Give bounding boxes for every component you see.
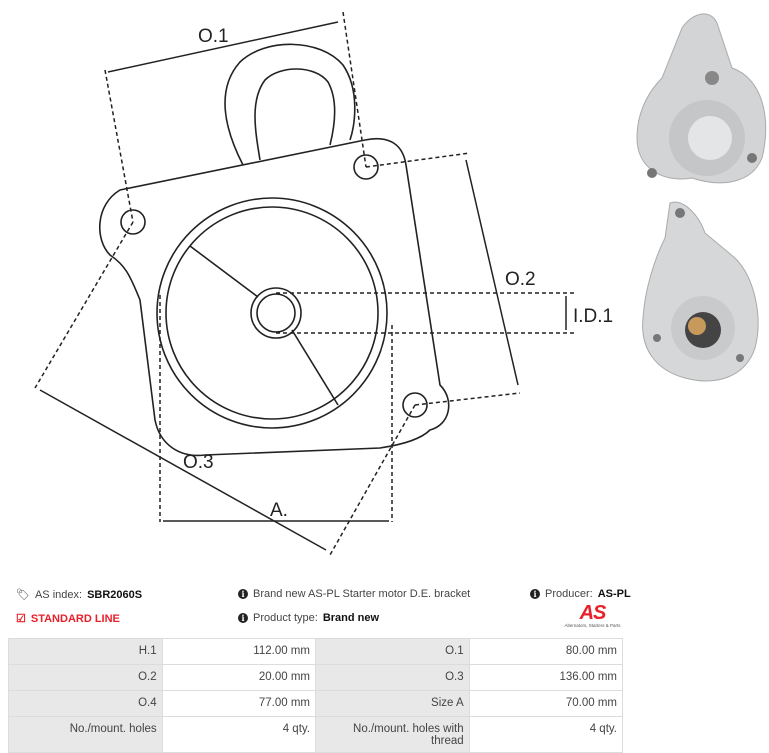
dimension-guides (34, 11, 575, 556)
dimension-arrows (39, 21, 567, 551)
info-icon: i (238, 589, 248, 599)
spec-value: 4 qty. (468, 716, 624, 753)
producer-label: Producer: (545, 588, 593, 600)
spec-name: No./mount. holes (8, 716, 163, 753)
product-type: i Product type: Brand new (238, 612, 379, 624)
spec-value: 112.00 mm (161, 638, 316, 665)
standard-line-text: STANDARD LINE (30, 612, 120, 625)
producer-value: AS-PL (597, 588, 631, 600)
info-icon: i (530, 589, 540, 599)
spec-name: No./mount. holes with thread (314, 716, 470, 753)
label-o3: O.3 (183, 452, 214, 473)
spec-value: 70.00 mm (468, 690, 624, 717)
info-icon: i (238, 613, 248, 623)
technical-drawing: O.1 O.2 I.D.1 O.3 A. (34, 11, 613, 556)
as-index-label: AS index: (34, 588, 83, 601)
spec-name: O.2 (8, 664, 163, 691)
logo-tagline: Alternators, Starters & Parts (564, 623, 621, 628)
bracket-photo-rear (642, 201, 759, 382)
spec-name: Size A (314, 690, 470, 717)
producer: i Producer: AS-PL (530, 588, 631, 600)
label-o1: O.1 (198, 26, 229, 47)
product-type-label: Product type: (253, 612, 318, 624)
checkbox-checked-icon: ☑ (16, 613, 26, 625)
spec-name: O.1 (314, 638, 470, 665)
product-type-value: Brand new (322, 612, 380, 624)
bracket-outline (99, 43, 450, 457)
spec-value: 20.00 mm (161, 664, 316, 691)
label-o2: O.2 (505, 269, 536, 290)
label-id1: I.D.1 (573, 306, 613, 327)
tags-icon: 🏷 (16, 589, 30, 601)
spec-name: O.3 (314, 664, 470, 691)
label-a: A. (270, 500, 288, 521)
spec-value: 77.00 mm (161, 690, 316, 717)
description-text: Brand new AS-PL Starter motor D.E. brack… (253, 588, 471, 600)
bracket-photo-front (636, 13, 767, 184)
as-index: 🏷 AS index: SBR2060S (16, 588, 143, 602)
description: i Brand new AS-PL Starter motor D.E. bra… (238, 588, 470, 600)
spec-name: H.1 (8, 638, 163, 665)
spec-value: 80.00 mm (468, 638, 624, 665)
spec-name: O.4 (8, 690, 163, 717)
as-pl-logo: AS Alternators, Starters & Parts (560, 603, 625, 633)
standard-line-badge: ☑ STANDARD LINE (16, 612, 120, 626)
spec-value: 4 qty. (161, 716, 316, 753)
as-index-value: SBR2060S (87, 588, 143, 601)
spec-value: 136.00 mm (468, 664, 624, 691)
logo-mark: AS (579, 602, 607, 624)
